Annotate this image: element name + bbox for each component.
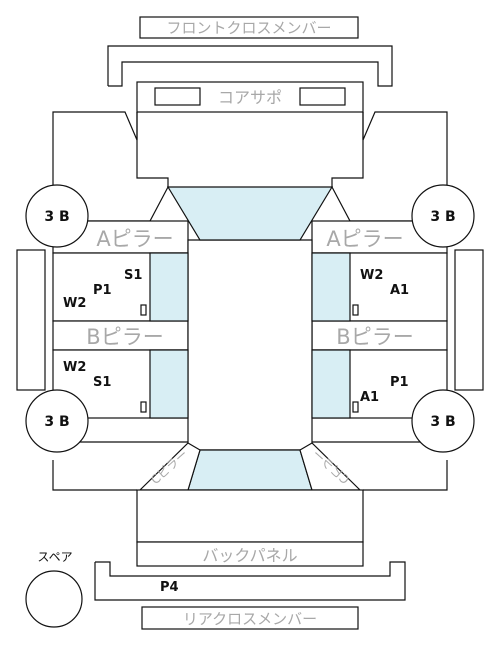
code-left-rear-w2: W2 <box>63 360 86 375</box>
p4-label: P4 <box>160 580 179 595</box>
code-left-front-p1: P1 <box>93 283 112 298</box>
rear-cross-member-label: リアクロスメンバー <box>183 610 317 628</box>
code-left-front-s1: S1 <box>124 268 142 283</box>
code-right-front-a1: A1 <box>390 283 409 298</box>
front-cross-member: フロントクロスメンバー <box>107 16 393 87</box>
code-left-front-w2: W2 <box>63 296 86 311</box>
windshield <box>166 186 334 241</box>
code-left-rear-s1: S1 <box>93 375 111 390</box>
code-right-front-w2: W2 <box>360 268 383 283</box>
wheel-rear-left: 3 B <box>25 389 89 453</box>
right-front-window <box>311 252 351 322</box>
back-panel-label: バックパネル <box>202 546 297 565</box>
wheel-rear-right-label: 3 B <box>430 414 455 430</box>
cabin <box>138 186 362 491</box>
spare-label: スペア <box>37 550 72 564</box>
b-pillar-left-label: Bピラー <box>86 325 163 349</box>
body-outline <box>16 111 484 491</box>
wheel-front-left-label: 3 B <box>44 209 69 225</box>
wheel-front-left: 3 B <box>25 184 89 248</box>
left-rear-window <box>149 349 189 419</box>
left-front-window <box>149 252 189 322</box>
code-right-rear-a1: A1 <box>360 390 379 405</box>
a-pillar-left-label: Aピラー <box>96 227 173 251</box>
core-support-label: コアサポ <box>218 88 282 107</box>
wheel-rear-right: 3 B <box>411 389 475 453</box>
wheel-rear-left-label: 3 B <box>44 414 69 430</box>
back-panel: バックパネル <box>136 489 364 567</box>
core-support: コアサポ <box>136 81 364 113</box>
wheel-front-right-label: 3 B <box>430 209 455 225</box>
rear-cross-member: P4 リアクロスメンバー <box>94 561 406 630</box>
a-pillar-right-label: Aピラー <box>326 227 403 251</box>
rear-window <box>187 449 313 491</box>
b-pillar-right-label: Bピラー <box>336 325 413 349</box>
spare-tire: スペア <box>25 550 83 628</box>
front-cross-member-label: フロントクロスメンバー <box>166 19 331 37</box>
right-rear-window <box>311 349 351 419</box>
wheel-front-right: 3 B <box>411 184 475 248</box>
code-right-rear-p1: P1 <box>390 375 409 390</box>
